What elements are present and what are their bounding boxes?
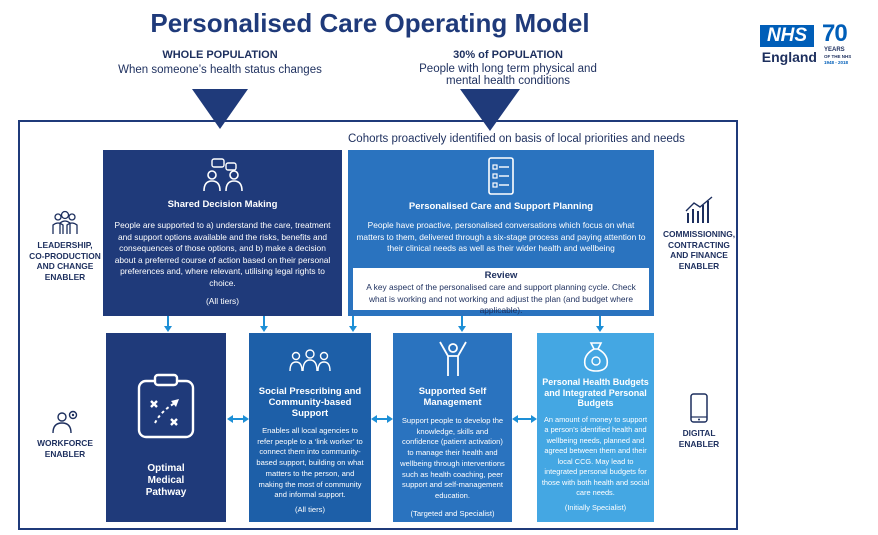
page-title: Personalised Care Operating Model <box>150 8 590 38</box>
personal-budgets-body: An amount of money to support a person’s… <box>541 414 650 498</box>
community-group-icon <box>289 349 331 372</box>
connector-line <box>232 418 243 420</box>
optimal-pathway-box: Optimal Medical Pathway <box>106 333 226 522</box>
whole-population-arrow <box>192 89 248 129</box>
connector-arrow <box>531 414 537 423</box>
connector-line <box>167 316 169 328</box>
worker-gear-icon <box>52 410 78 434</box>
connector-arrow <box>512 414 518 423</box>
self-management-tier: (Targeted and Specialist) <box>410 508 495 518</box>
self-management-box: Supported Self Management Support people… <box>393 333 512 522</box>
social-prescribing-body: Enables all local agencies to refer peop… <box>256 426 364 500</box>
tablet-icon <box>690 393 708 423</box>
connector-arrow <box>371 414 377 423</box>
connector-arrow <box>595 326 604 332</box>
thirty-population-arrow <box>460 89 520 131</box>
shared-decision-box: Shared Decision Making People are suppor… <box>103 150 342 316</box>
connector-line <box>517 418 531 420</box>
social-prescribing-title: Social Prescribing and Community-based S… <box>258 386 362 419</box>
shared-decision-title: Shared Decision Making <box>167 199 278 210</box>
personal-budgets-tier: (Initially Specialist) <box>564 502 627 512</box>
raised-arms-icon <box>438 341 467 376</box>
optimal-pathway-title: Optimal Medical Pathway <box>145 463 187 498</box>
people-talking-icon <box>202 158 243 192</box>
connector-arrow <box>387 414 393 423</box>
commissioning-line: CONTRACTING <box>668 239 730 250</box>
connector-arrow <box>259 326 268 332</box>
team-icon <box>52 210 78 234</box>
care-planning-box: Personalised Care and Support Planning P… <box>348 150 654 316</box>
commissioning-line: ENABLER <box>678 260 720 271</box>
model-frame <box>18 120 738 530</box>
digital-line: ENABLER <box>678 438 720 449</box>
shared-decision-tier: (All tiers) <box>205 295 240 306</box>
cohorts-text: Cohorts proactively identified on basis … <box>348 133 685 145</box>
connector-line <box>376 418 388 420</box>
review-body: A key aspect of the personalised care an… <box>366 282 636 316</box>
shared-decision-body: People are supported to a) understand th… <box>114 220 331 288</box>
connector-arrow <box>243 414 249 423</box>
commissioning-line: COMMISSIONING, <box>662 229 736 239</box>
money-bag-icon <box>583 342 608 372</box>
care-planning-body: People have proactive, personalised conv… <box>356 220 646 254</box>
nhs-logo-box: NHS <box>760 25 814 47</box>
leadership-line: ENABLER <box>44 271 86 282</box>
connector-line <box>461 316 463 328</box>
digital-line: DIGITAL <box>682 428 716 438</box>
leadership-line: AND CHANGE <box>36 261 94 271</box>
whole-population-heading: WHOLE POPULATION <box>162 49 278 61</box>
connector-line <box>599 316 601 328</box>
care-planning-title: Personalised Care and Support Planning <box>408 201 594 212</box>
social-prescribing-box: Social Prescribing and Community-based S… <box>249 333 371 522</box>
nhs-england-text: England <box>761 49 817 65</box>
thirty-population-sub2: mental health conditions <box>445 75 571 87</box>
self-management-body: Support people to develop the knowledge,… <box>400 416 505 500</box>
leadership-line: LEADERSHIP, <box>37 240 93 250</box>
whole-population-sub: When someone’s health status changes <box>118 64 322 76</box>
growth-chart-icon <box>685 196 713 223</box>
commissioning-line: AND FINANCE <box>670 250 728 260</box>
personal-budgets-box: Personal Health Budgets and Integrated P… <box>537 333 654 522</box>
workforce-line: WORKFORCE <box>37 438 93 448</box>
thirty-population-heading: 30% of POPULATION <box>453 49 563 61</box>
connector-arrow <box>348 326 357 332</box>
connector-arrow <box>163 326 172 332</box>
self-management-title: Supported Self Management <box>418 386 487 408</box>
years-text: YEARS <box>824 47 845 53</box>
thirty-population-sub1: People with long term physical and <box>419 63 597 75</box>
connector-arrow <box>457 326 466 332</box>
of-the-nhs-text: OF THE NHS <box>824 54 852 59</box>
leadership-enabler: LEADERSHIP, CO-PRODUCTION AND CHANGE ENA… <box>26 210 104 282</box>
review-title: Review <box>484 270 518 281</box>
personal-budgets-title: Personal Health Budgets and Integrated P… <box>542 377 649 408</box>
clipboard-strategy-icon <box>137 373 195 439</box>
digital-enabler: DIGITAL ENABLER <box>660 392 738 449</box>
commissioning-enabler: COMMISSIONING, CONTRACTING AND FINANCE E… <box>660 195 738 271</box>
leadership-line: CO-PRODUCTION <box>29 250 101 261</box>
social-prescribing-tier: (All tiers) <box>295 504 325 514</box>
connector-line <box>352 316 354 328</box>
years-range-text: 1948 - 2018 <box>824 60 849 65</box>
workforce-enabler: WORKFORCE ENABLER <box>26 408 104 459</box>
seventy-text: 70 <box>822 20 848 47</box>
connector-line <box>263 316 265 328</box>
workforce-line: ENABLER <box>44 448 86 459</box>
checklist-icon <box>488 157 514 195</box>
review-box: Review A key aspect of the personalised … <box>353 268 649 315</box>
connector-arrow <box>227 414 233 423</box>
